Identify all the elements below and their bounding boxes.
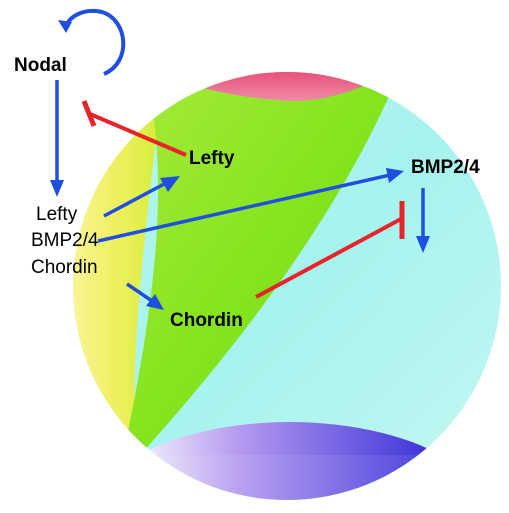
list-bmp-to-bmp-arrow — [97, 173, 391, 243]
nodal-to-list-arrowhead — [50, 180, 64, 197]
loop-arrowhead — [58, 20, 72, 33]
lefty-inhibits-nodal-bar — [81, 100, 97, 127]
list-item-lefty: Lefty — [36, 204, 78, 225]
label-chordin: Chordin — [170, 310, 243, 331]
list-bmp-to-bmp-arrowhead — [386, 168, 404, 183]
top-cap — [140, 72, 420, 101]
list-chordin-to-chordin-arrow — [126, 282, 153, 303]
label-bmp: BMP2/4 — [411, 157, 480, 178]
list-item-chordin: Chordin — [31, 257, 98, 278]
list-lefty-to-lefty-arrow — [103, 181, 167, 218]
bottom-cap-fade — [120, 455, 460, 500]
list-chordin-to-chordin-arrowhead — [146, 294, 164, 310]
chordin-inhibits-bmp — [255, 217, 402, 299]
label-lefty: Lefty — [189, 148, 235, 169]
green-band — [120, 72, 400, 470]
list-item-bmp: BMP2/4 — [31, 230, 99, 251]
lefty-inhibits-nodal — [89, 112, 187, 157]
bmp-downstream-arrowhead — [416, 236, 430, 253]
label-nodal: Nodal — [14, 55, 67, 76]
list-lefty-to-lefty-arrowhead — [160, 176, 180, 192]
nodal-autoregulation-loop — [64, 9, 126, 76]
